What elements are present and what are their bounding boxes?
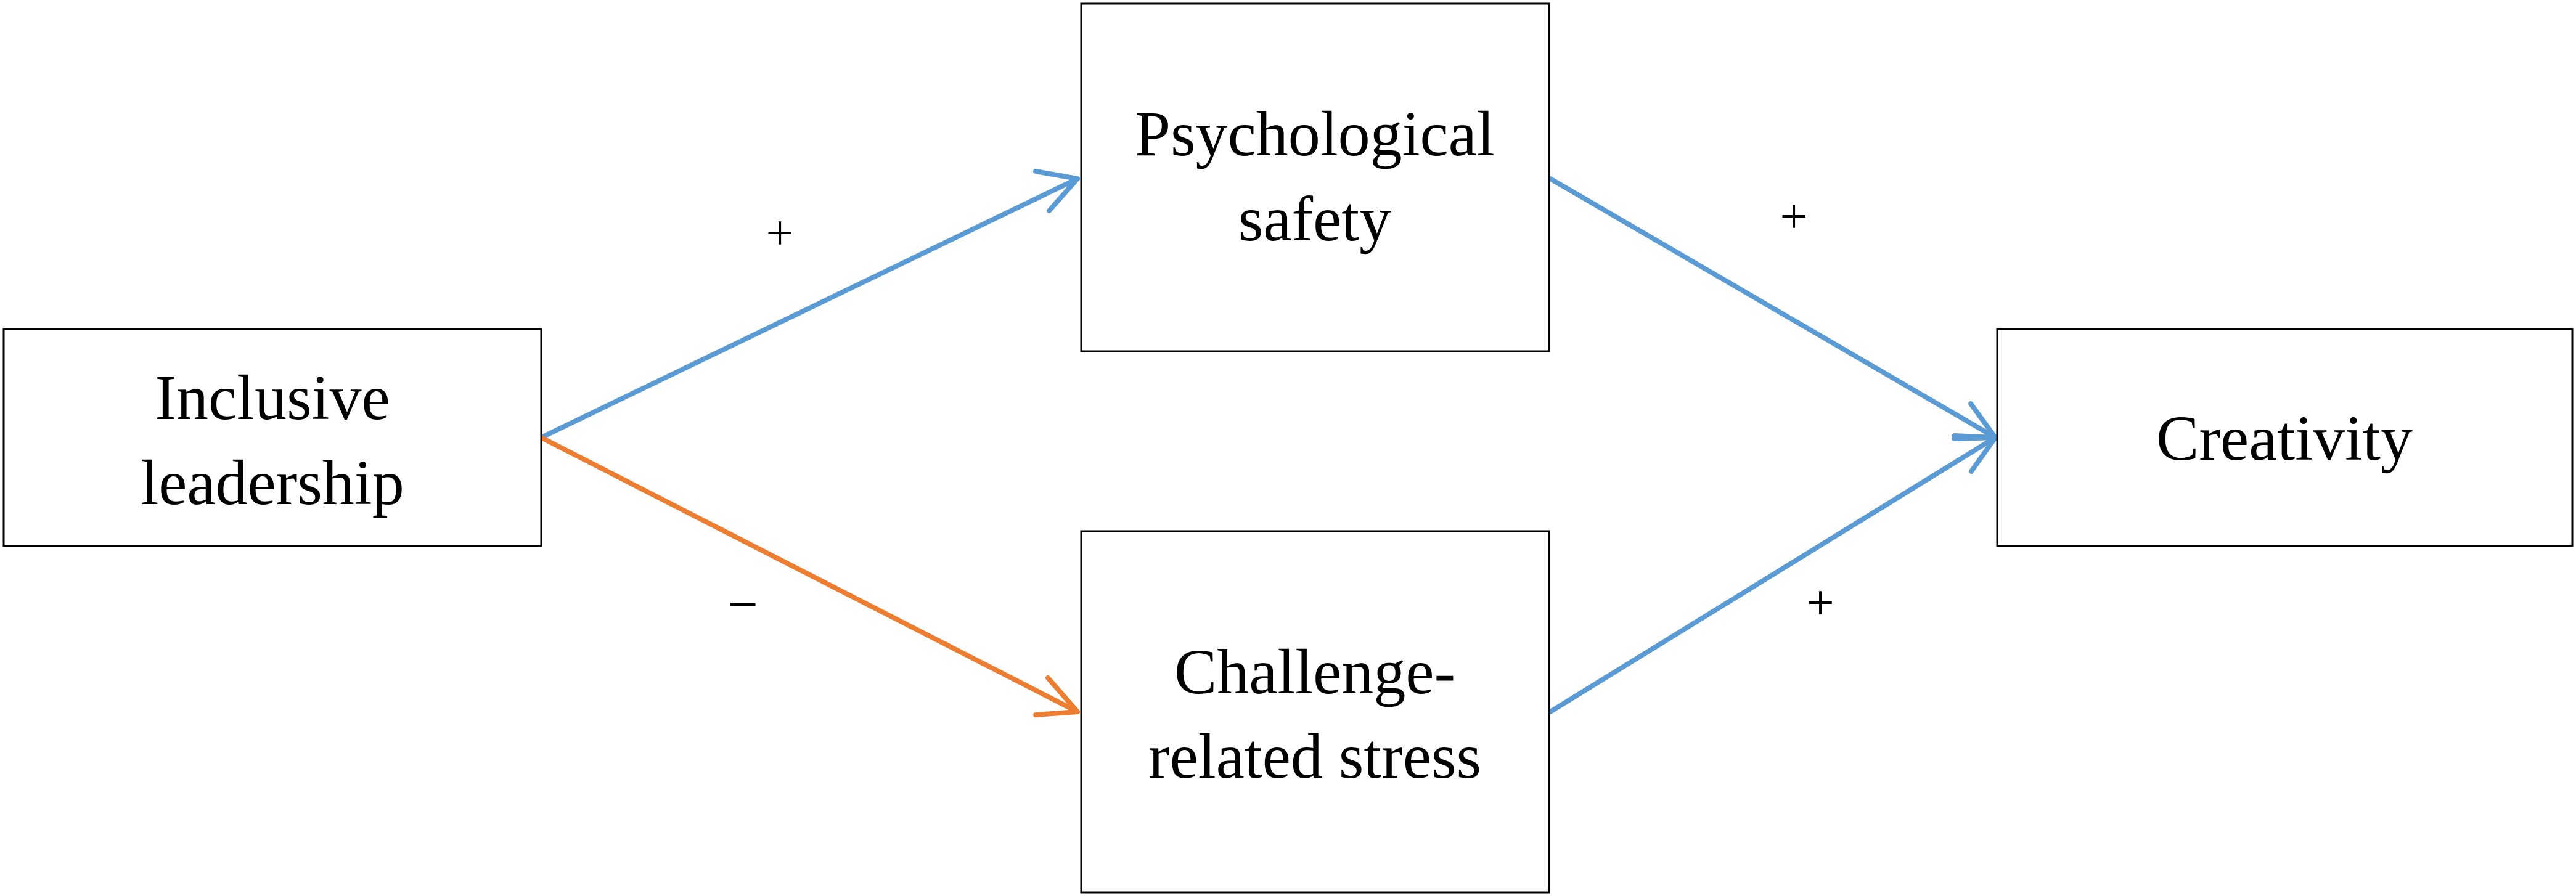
edge-leadership-to-stress xyxy=(539,435,1080,717)
edge-stress-to-creativity-line xyxy=(1548,435,1998,714)
node-inclusive-leadership: Inclusive leadership xyxy=(2,328,542,547)
edge-safety-to-creativity-line xyxy=(1548,176,1998,440)
node-psychological-safety-line1: Psychological xyxy=(1135,99,1494,169)
edge-leadership-to-safety-line xyxy=(539,176,1080,440)
node-inclusive-leadership-box xyxy=(2,328,542,547)
edge-safety-to-creativity-arrowhead xyxy=(1952,401,1998,440)
node-challenge-related-stress-line2: related stress xyxy=(1148,721,1481,792)
node-creativity: Creativity xyxy=(1996,328,2574,547)
edge-safety-to-creativity xyxy=(1548,176,1998,440)
node-psychological-safety-line2: safety xyxy=(1238,184,1391,255)
sign-leadership-to-safety: + xyxy=(766,206,793,261)
edge-leadership-to-stress-arrowhead xyxy=(1033,675,1080,717)
node-challenge-related-stress-box xyxy=(1080,530,1550,894)
edge-leadership-to-safety-arrowhead xyxy=(1033,169,1080,213)
node-creativity-box xyxy=(1996,328,2574,547)
node-creativity-line1: Creativity xyxy=(2156,403,2413,474)
edge-leadership-to-safety xyxy=(539,169,1080,440)
node-challenge-related-stress-line1: Challenge- xyxy=(1174,637,1455,707)
edge-stress-to-creativity xyxy=(1548,435,1998,714)
sign-stress-to-creativity: + xyxy=(1806,576,1834,630)
node-psychological-safety: Psychological safety xyxy=(1080,2,1550,352)
sign-leadership-to-stress: – xyxy=(730,573,756,627)
edge-stress-to-creativity-arrowhead xyxy=(1952,435,1998,474)
edge-leadership-to-stress-line xyxy=(539,435,1080,714)
node-inclusive-leadership-line1: Inclusive xyxy=(155,362,390,433)
node-inclusive-leadership-line2: leadership xyxy=(141,447,404,518)
sign-safety-to-creativity: + xyxy=(1780,190,1807,244)
node-psychological-safety-box xyxy=(1080,2,1550,352)
node-challenge-related-stress: Challenge- related stress xyxy=(1080,530,1550,894)
